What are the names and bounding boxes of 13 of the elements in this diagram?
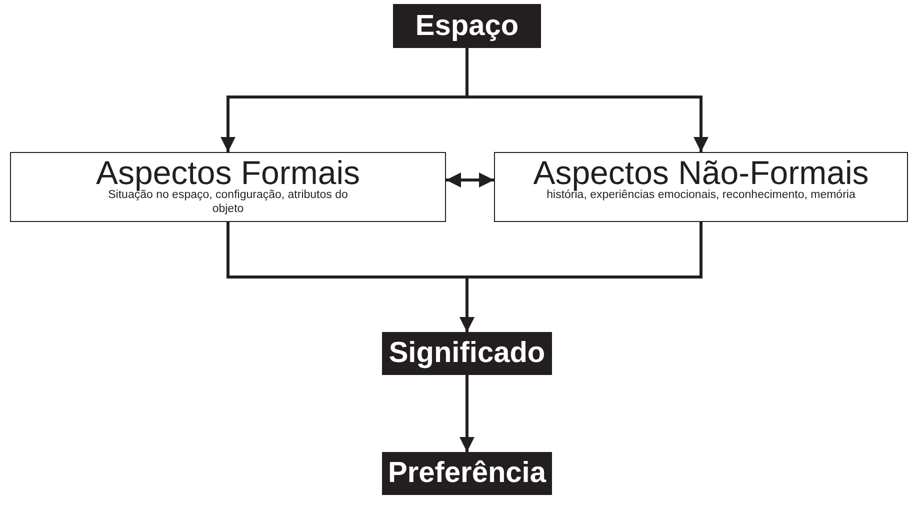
title-box: Significado bbox=[382, 332, 552, 375]
box-heading: Aspectos Formais bbox=[96, 156, 360, 189]
box-heading: Aspectos Não-Formais bbox=[533, 156, 869, 189]
process-box bbox=[494, 152, 908, 222]
box-description: história, experiências emocionais, reconhecimento, memória bbox=[546, 189, 856, 203]
arrow bbox=[460, 222, 702, 332]
arrow bbox=[446, 172, 494, 188]
arrow bbox=[466, 48, 708, 152]
title-box: Espaço bbox=[393, 4, 541, 48]
process-box bbox=[10, 152, 446, 222]
title-box: Preferência bbox=[382, 452, 552, 495]
box-description: Situação no espaço, configuração, atributos do objeto bbox=[108, 189, 348, 217]
arrow bbox=[460, 375, 474, 452]
